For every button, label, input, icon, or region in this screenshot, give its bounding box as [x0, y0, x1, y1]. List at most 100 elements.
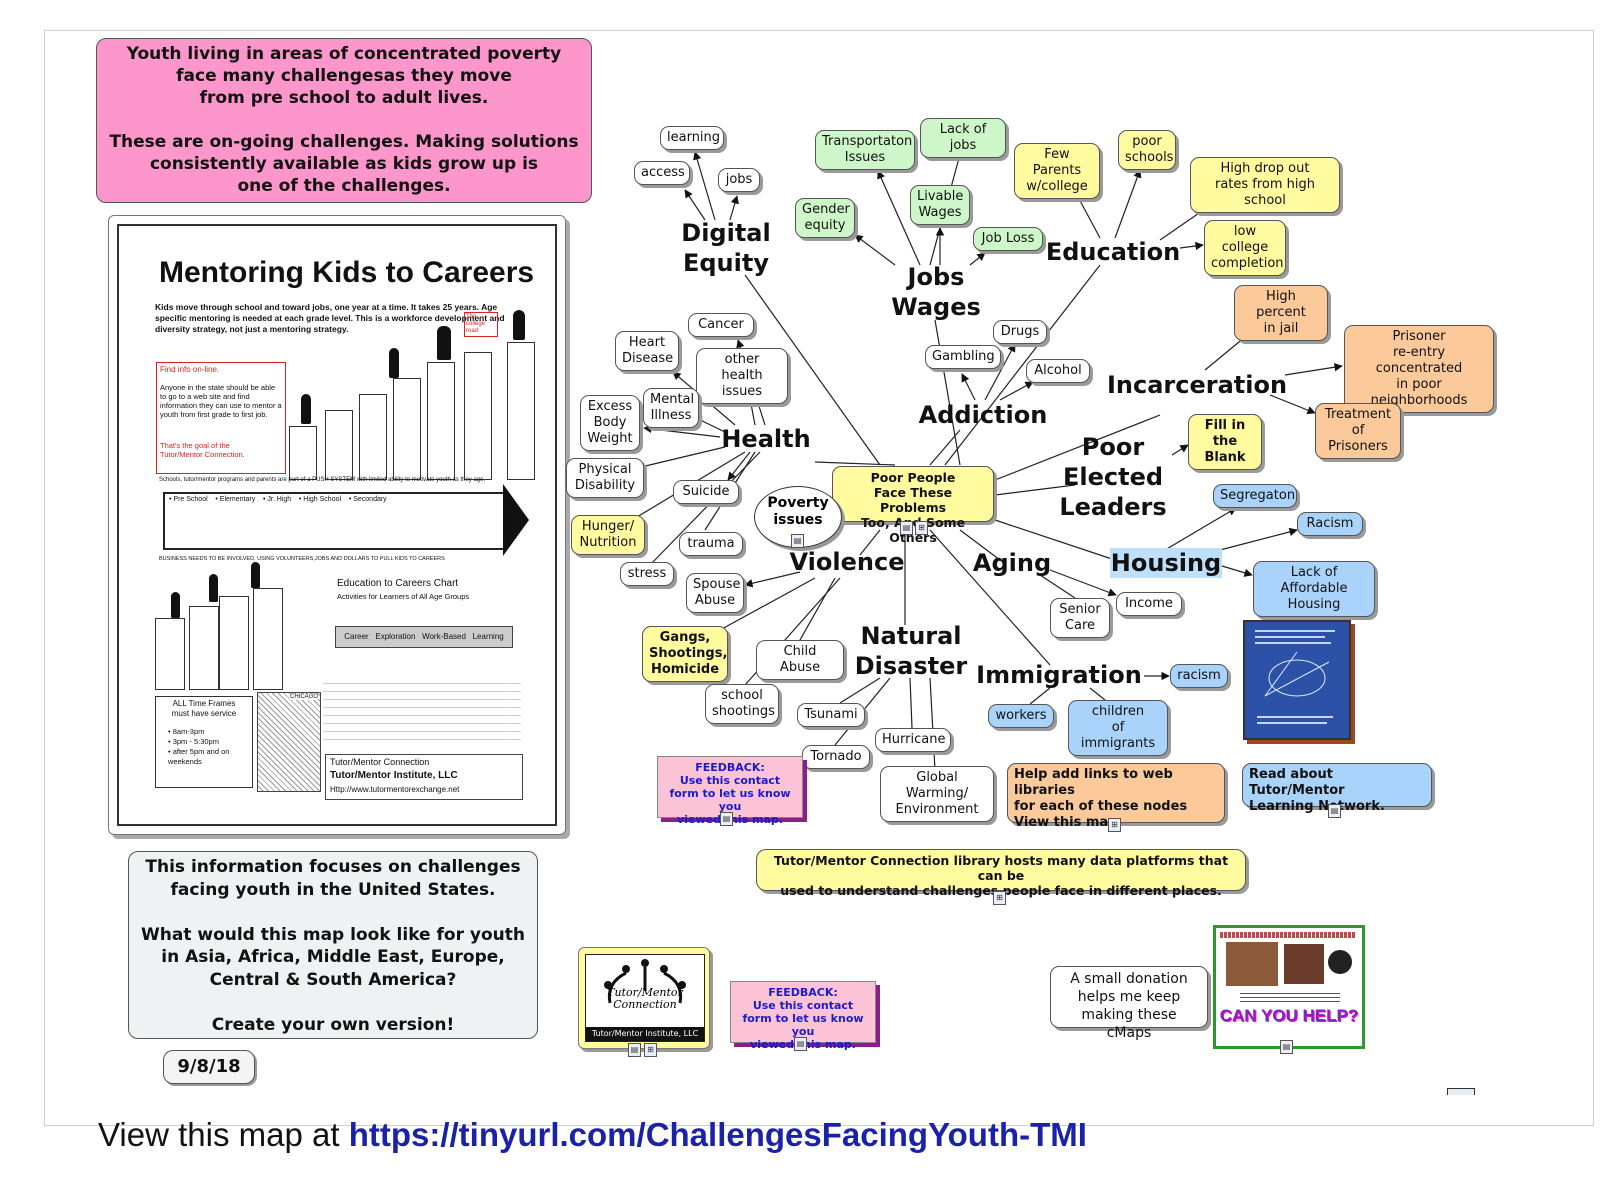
read-about-note[interactable]: Read about Tutor/Mentor Learning Network… [1242, 763, 1432, 814]
resource-icon[interactable]: ▤ [1328, 804, 1341, 818]
youth-silhouette [251, 562, 260, 588]
node-poor-schools[interactable]: poor schools [1118, 130, 1176, 170]
hub-poor-elected-leaders[interactable]: Poor Elected Leaders [1059, 433, 1167, 521]
date-badge: 9/8/18 [163, 1050, 255, 1084]
node-job-loss[interactable]: Job Loss [973, 227, 1043, 251]
node-access[interactable]: access [634, 161, 690, 185]
hub-aging[interactable]: Aging [972, 549, 1052, 577]
resource-icon[interactable]: ▤ [794, 1037, 807, 1051]
node-low-college[interactable]: low college completion [1204, 220, 1286, 276]
stair-step [464, 352, 492, 480]
node-children-immigrants[interactable]: children of immigrants [1068, 700, 1168, 756]
node-stress[interactable]: stress [620, 562, 674, 586]
logo-subtitle: Tutor/Mentor Institute, LLC [586, 1027, 704, 1041]
resource-icon[interactable]: ▤ [791, 534, 804, 548]
hub-health[interactable]: Health [721, 425, 811, 453]
find-info-box: Find info on-line. Anyone in the state s… [156, 362, 286, 474]
hub-addiction[interactable]: Addiction [918, 401, 1048, 429]
chart-steps: Career Exploration Work-Based Learning [335, 626, 513, 648]
node-global-warming[interactable]: Global Warming/ Environment [880, 766, 994, 822]
node-tornado[interactable]: Tornado [802, 745, 870, 769]
help-add-links-note[interactable]: Help add links to web libraries for each… [1007, 763, 1225, 830]
node-suicide[interactable]: Suicide [673, 480, 739, 504]
node-few-parents[interactable]: Few Parents w/college [1014, 143, 1100, 199]
node-hurricane[interactable]: Hurricane [875, 728, 951, 752]
hub-immigration[interactable]: Immigration [976, 661, 1142, 689]
node-excess-weight[interactable]: Excess Body Weight [580, 395, 640, 451]
node-alcohol[interactable]: Alcohol [1026, 359, 1090, 383]
node-physical-disability[interactable]: Physical Disability [566, 458, 644, 498]
resource-icon[interactable]: ▤ [720, 812, 733, 826]
node-lack-of-jobs[interactable]: Lack of jobs [920, 118, 1006, 158]
chart-subtitle: Activities for Learners of All Age Group… [337, 592, 470, 601]
feedback-note-top[interactable]: FEEDBACK: Use this contact form to let u… [657, 756, 803, 826]
node-high-percent-jail[interactable]: High percent in jail [1234, 285, 1328, 341]
push-system-line: Schools, tutor/mentor programs and paren… [159, 477, 486, 483]
housing-map-thumbnail[interactable] [1243, 620, 1351, 740]
node-trauma[interactable]: trauma [679, 532, 743, 556]
node-fill-in-blank[interactable]: Fill in the Blank [1188, 414, 1262, 470]
center-node[interactable]: Poor People Face These Problems Too, And… [832, 466, 994, 545]
footer-link[interactable]: https://tinyurl.com/ChallengesFacingYout… [348, 1116, 1087, 1153]
can-you-help-image[interactable]: CAN YOU HELP? [1213, 925, 1365, 1049]
node-workers[interactable]: workers [988, 704, 1054, 728]
concept-map-icon[interactable]: ⊞ [644, 1043, 657, 1057]
feedback-note-bottom[interactable]: FEEDBACK: Use this contact form to let u… [730, 981, 876, 1051]
node-gangs[interactable]: Gangs, Shootings, Homicide [642, 626, 728, 682]
org-contact-box: Tutor/Mentor Connection Tutor/Mentor Ins… [325, 754, 523, 800]
hub-digital-equity[interactable]: Digital Equity [681, 219, 771, 277]
node-mental-illness[interactable]: Mental Illness [643, 388, 699, 428]
node-segregation[interactable]: Segregaton [1213, 484, 1297, 508]
mentoring-flyer-image[interactable]: Mentoring Kids to Careers Kids move thro… [108, 215, 566, 835]
donation-note[interactable]: A small donation helps me keep making th… [1050, 966, 1208, 1041]
resource-icon[interactable]: ▤ [900, 521, 913, 535]
node-transportation[interactable]: Transportaton Issues [815, 130, 915, 170]
tutor-mentor-logo[interactable]: Tutor/Mentor Connection Tutor/Mentor Ins… [578, 947, 710, 1049]
node-livable-wages[interactable]: Livable Wages [910, 185, 970, 225]
node-high-drop-out[interactable]: High drop out rates from high school [1190, 157, 1340, 213]
youth-silhouette [301, 394, 311, 424]
hub-natural-disaster[interactable]: Natural Disaster [854, 622, 968, 680]
concept-map-icon[interactable]: ⊞ [993, 891, 1006, 905]
resource-icon[interactable]: ▤ [628, 1043, 641, 1057]
node-tsunami[interactable]: Tsunami [797, 703, 865, 727]
hub-education[interactable]: Education [1045, 238, 1181, 266]
node-lack-affordable-housing[interactable]: Lack of Affordable Housing [1253, 561, 1375, 617]
resource-icon[interactable]: ▤ [1280, 1040, 1293, 1054]
edge-center-digital [744, 274, 881, 466]
hub-incarceration[interactable]: Incarceration [1106, 371, 1288, 399]
stair-step [289, 426, 317, 480]
node-spouse-abuse[interactable]: Spouse Abuse [686, 573, 744, 613]
youth-silhouette [209, 574, 218, 602]
node-heart-disease[interactable]: Heart Disease [615, 331, 679, 371]
corner-icon[interactable] [1447, 1088, 1475, 1095]
node-racism-immigration[interactable]: racism [1170, 664, 1228, 688]
node-child-abuse[interactable]: Child Abuse [756, 640, 844, 680]
node-gender-equity[interactable]: Gender equity [795, 198, 855, 238]
concept-map-icon[interactable]: ⊞ [915, 521, 928, 535]
chart-body-text [323, 676, 521, 744]
node-prisoner-reentry[interactable]: Prisoner re-entry concentrated in poor n… [1344, 325, 1494, 413]
node-racism-housing[interactable]: Racism [1297, 512, 1363, 536]
node-treatment-prisoners[interactable]: Treatment of Prisoners [1315, 403, 1401, 459]
hub-housing[interactable]: Housing [1110, 548, 1222, 578]
node-senior-care[interactable]: Senior Care [1050, 598, 1110, 638]
node-income[interactable]: Income [1116, 592, 1182, 616]
node-drugs[interactable]: Drugs [993, 320, 1047, 344]
node-hunger[interactable]: Hunger/ Nutrition [571, 515, 645, 555]
hub-violence[interactable]: Violence [789, 548, 905, 576]
youth-silhouette [389, 348, 399, 378]
stair-step [507, 342, 535, 480]
node-other-health[interactable]: other health issues [696, 348, 788, 404]
node-learning[interactable]: learning [660, 126, 724, 150]
node-gambling[interactable]: Gambling [925, 345, 1001, 369]
people-circle-icon [604, 959, 686, 1004]
org-name-1: Tutor/Mentor Connection [330, 757, 430, 767]
flyer-header-text [1220, 932, 1356, 938]
node-school-shootings[interactable]: school shootings [705, 684, 779, 724]
library-note[interactable]: Tutor/Mentor Connection library hosts ma… [756, 849, 1246, 898]
hub-jobs-wages[interactable]: Jobs Wages [891, 263, 981, 321]
node-jobs[interactable]: jobs [718, 168, 760, 192]
concept-map-icon[interactable]: ⊞ [1108, 818, 1121, 832]
node-cancer[interactable]: Cancer [688, 313, 754, 337]
